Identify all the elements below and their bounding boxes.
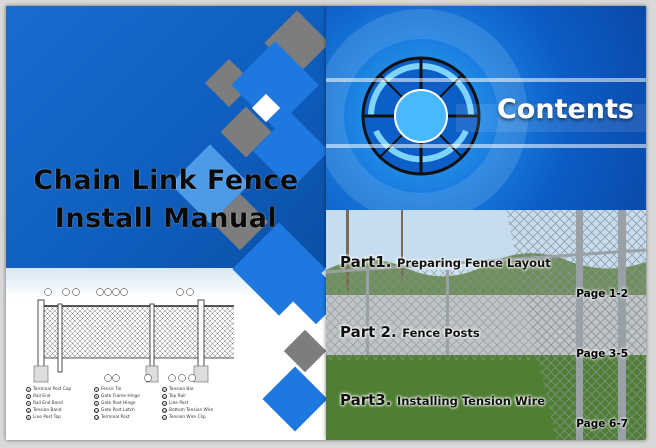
contents-page: Contents Part1. Preparing Fence	[326, 6, 646, 440]
gate-post	[57, 303, 63, 373]
legend-label: Tension Wire Clip	[169, 415, 206, 420]
header-stripe	[326, 144, 646, 148]
legend-label: Fence Tie	[101, 387, 122, 392]
legend-number: 14	[162, 394, 167, 399]
legend-label: Bottom Tension Wire	[169, 408, 214, 413]
legend-number: 17	[162, 415, 167, 420]
legend-number: 5	[26, 415, 31, 420]
fence-photo	[326, 210, 646, 440]
legend-number: 3	[26, 401, 31, 406]
callout-circles	[44, 288, 196, 382]
legend-label: Terminal Post Cap	[33, 387, 72, 392]
terminal-post	[197, 299, 205, 373]
legend-label: Gate Frame Hinge	[101, 394, 140, 399]
toc-part-number: Part 2.	[340, 323, 397, 341]
legend-number: 10	[94, 408, 99, 413]
post-footing	[193, 365, 209, 383]
terminal-post	[37, 299, 45, 373]
fence-diagram	[33, 288, 234, 383]
legend-label: Rail End Band	[33, 401, 63, 406]
manual-title-line2: Install Manual	[54, 203, 278, 234]
decor-diamond	[262, 366, 326, 432]
legend-number: 2	[26, 394, 31, 399]
toc-part-title: Installing Tension Wire	[397, 394, 546, 408]
decor-diamond	[283, 329, 326, 373]
fence-photo-art	[326, 210, 646, 440]
line-post	[149, 303, 155, 373]
legend-label: Tension Band	[33, 408, 62, 413]
toc-part-2[interactable]: Part 2. Fence Posts	[340, 322, 480, 341]
legend-number: 4	[26, 408, 31, 413]
legend-number: 13	[162, 387, 167, 392]
contents-header: Contents	[326, 6, 646, 210]
legend-label: Line Post Top	[33, 415, 61, 420]
toc-part-title: Fence Posts	[402, 326, 480, 340]
toc-page-range-2: Page 3-5	[576, 348, 628, 360]
legend-label: Terminal Post	[101, 415, 130, 420]
toc-page-range-1: Page 1-2	[576, 288, 628, 300]
legend-number: 11	[94, 415, 99, 420]
legend-label: Line Post	[169, 401, 189, 406]
toc-part-title: Preparing Fence Layout	[397, 256, 551, 270]
toc-part-3[interactable]: Part3. Installing Tension Wire	[340, 390, 545, 409]
manual-title-line1: Chain Link Fence	[33, 165, 299, 196]
mesh-area	[44, 306, 234, 358]
legend-label: Tension Bar	[169, 387, 194, 392]
legend-label: Top Rail	[169, 394, 186, 399]
header-stripe	[326, 78, 646, 82]
legend-number: 1	[26, 387, 31, 392]
legend-number: 7	[94, 387, 99, 392]
legend-number: 16	[162, 408, 167, 413]
legend-label: Gate Post Latch	[101, 408, 135, 413]
legend-number: 9	[94, 401, 99, 406]
legend-number: 8	[94, 394, 99, 399]
contents-title: Contents	[496, 94, 634, 125]
manual-title: Chain Link Fence Install Manual	[16, 162, 316, 238]
post-footing	[33, 365, 49, 383]
toc-part-1[interactable]: Part1. Preparing Fence Layout	[340, 252, 551, 271]
legend-label: Gate Post Hinge	[101, 401, 136, 406]
toc-part-number: Part3.	[340, 391, 392, 409]
legend-label: Rail End	[33, 394, 51, 399]
toc-page-range-3: Page 6-7	[576, 418, 628, 430]
toc-part-number: Part1.	[340, 253, 392, 271]
legend-number: 15	[162, 401, 167, 406]
